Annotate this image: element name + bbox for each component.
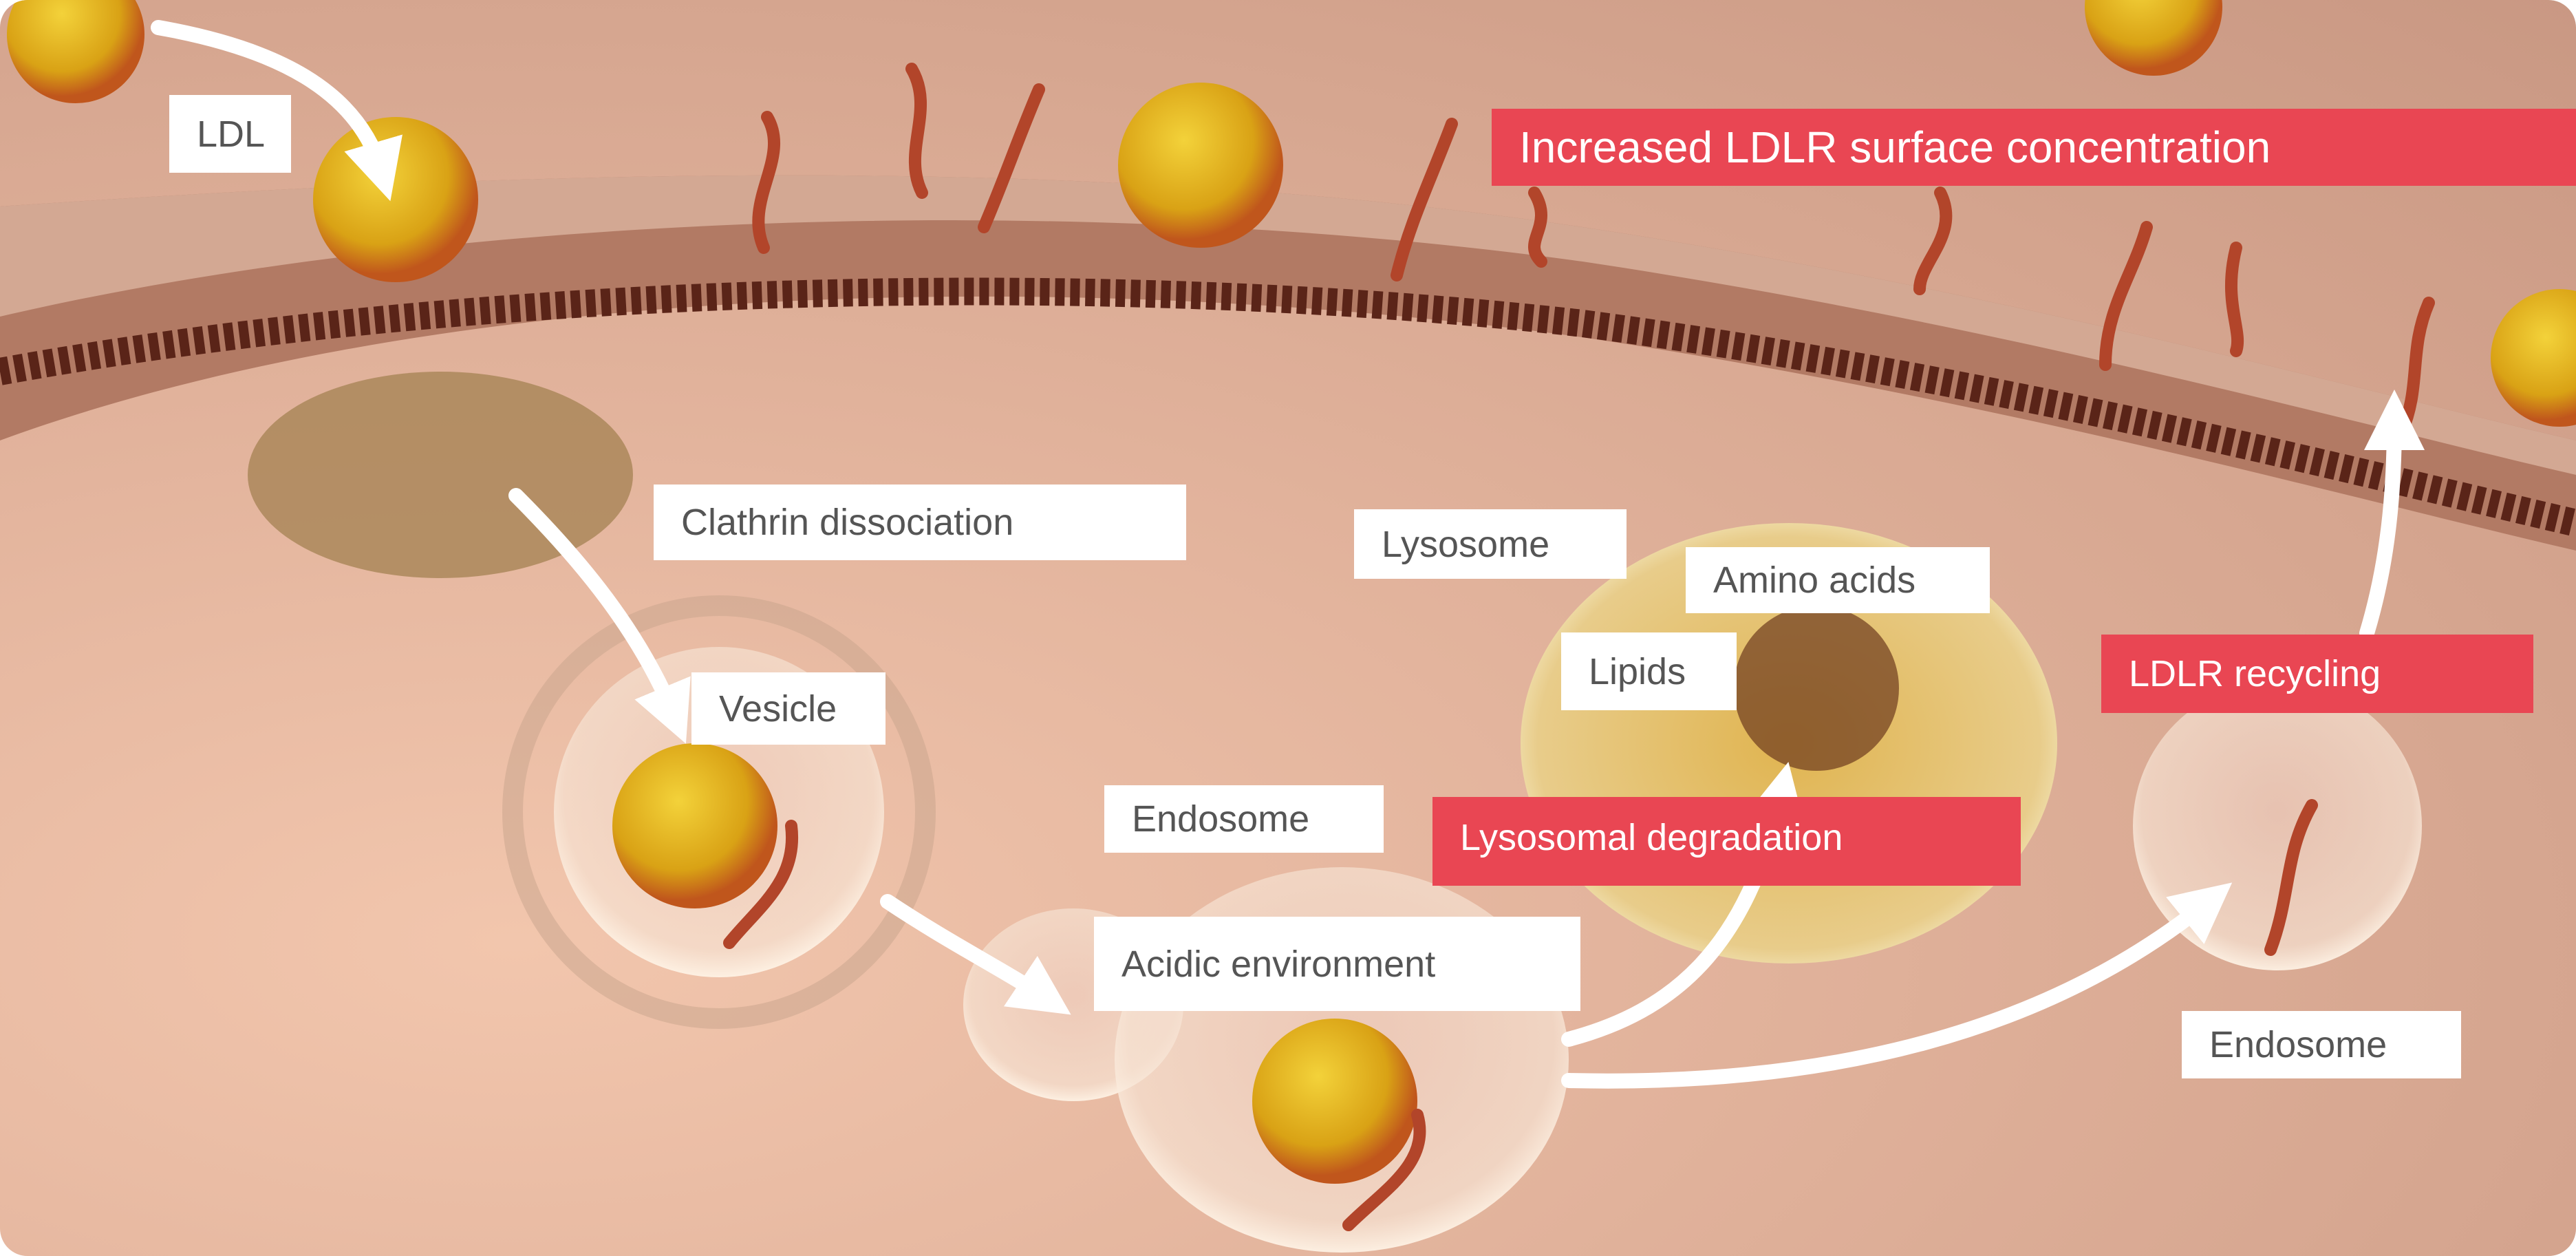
ldl-particle (1252, 1019, 1417, 1184)
ldl-particle (2491, 289, 2576, 427)
label-acidic-environment: Acidic environment (1094, 917, 1580, 1011)
label-clathrin-dissociation: Clathrin dissociation (654, 485, 1186, 560)
label-increased-ldlr: Increased LDLR surface concentration (1492, 109, 2576, 186)
cell-membrane (0, 175, 2576, 551)
ldl-particle (313, 117, 478, 282)
clathrin-coat (248, 372, 633, 578)
label-lysosomal-degradation: Lysosomal degradation (1432, 797, 2021, 886)
label-lysosome: Lysosome (1354, 509, 1627, 579)
ldl-receptors (723, 63, 2435, 1231)
label-lipids: Lipids (1561, 632, 1737, 710)
ldl-particle (612, 743, 777, 908)
label-amino-acids: Amino acids (1686, 547, 1990, 613)
label-ldlr-recycling: LDLR recycling (2101, 635, 2533, 713)
label-ldl: LDL (169, 95, 291, 173)
label-endosome-right: Endosome (2182, 1011, 2461, 1078)
ldl-particle (1118, 83, 1283, 248)
label-endosome-left: Endosome (1104, 785, 1384, 853)
ldl-particle (7, 0, 144, 103)
label-vesicle: Vesicle (691, 672, 886, 745)
ldl-particle (2085, 0, 2222, 76)
